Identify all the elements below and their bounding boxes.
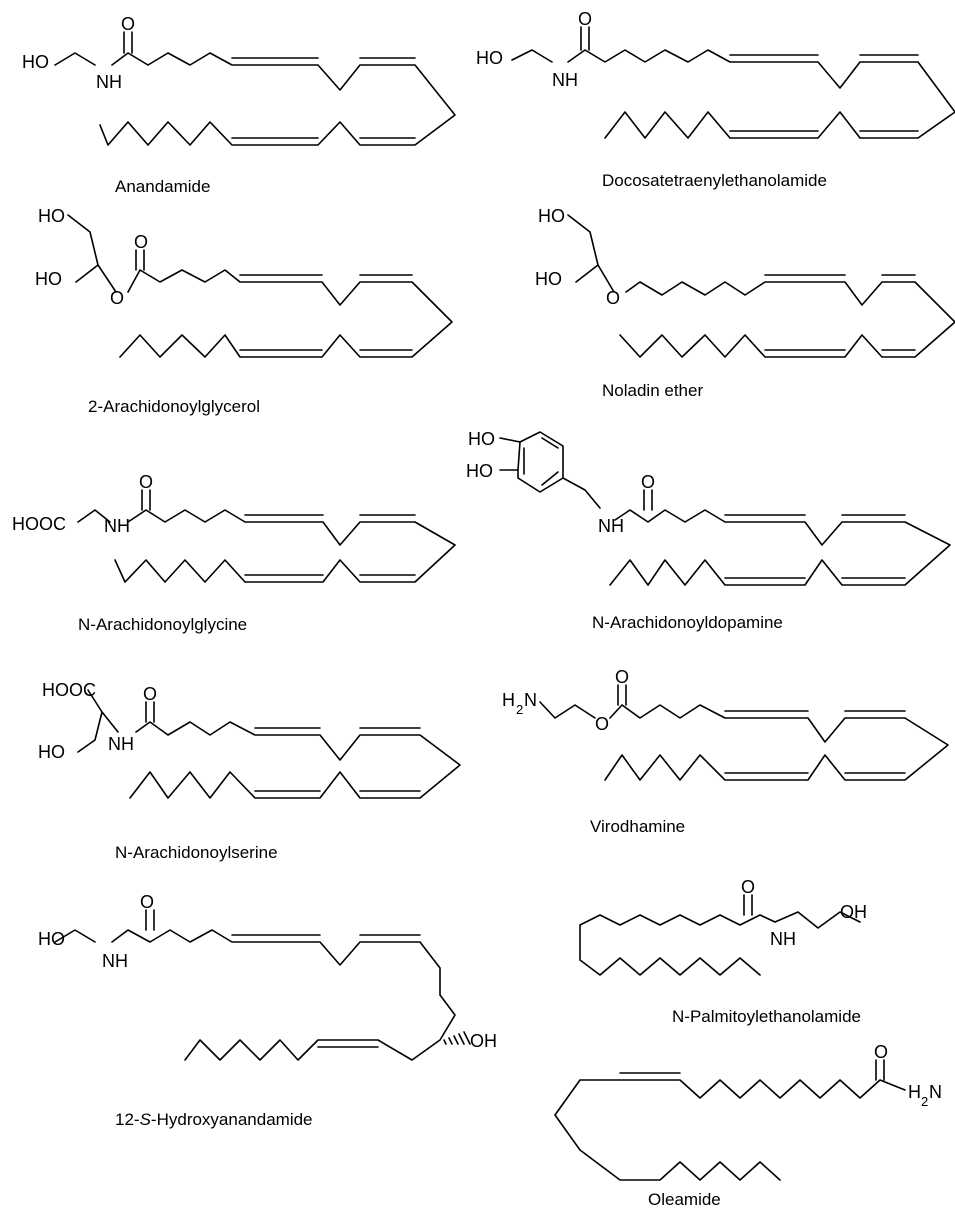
atom-label: NH: [770, 929, 796, 949]
atom-label: O: [741, 877, 755, 897]
molecule-docosatetraenylethanolamide: HO NH O Docosatetraenylethanolamide: [476, 9, 955, 190]
molecule-caption: Anandamide: [115, 177, 210, 196]
atom-label: HO: [535, 269, 562, 289]
atom-label: HO: [38, 206, 65, 226]
molecule-anandamide: HO NH O Anandamide: [22, 14, 456, 196]
atom-label: H: [908, 1082, 921, 1102]
atom-label: O: [139, 472, 153, 492]
atom-label: NH: [102, 951, 128, 971]
atom-label: O: [110, 288, 124, 308]
molecule-n-arachidonoylglycine: HOOC NH O N-Arachidonoylglycine: [12, 472, 456, 634]
atom-label: HO: [538, 206, 565, 226]
atom-label: HO: [38, 742, 65, 762]
atom-label: O: [143, 684, 157, 704]
atom-label: NH: [108, 734, 134, 754]
atom-label: HO: [38, 929, 65, 949]
molecule-noladin-ether: HO HO O Noladin ether: [535, 206, 955, 400]
molecule-12s-hydroxyanandamide: HO NH O OH 12-S-Hydroxyanandamide: [38, 892, 497, 1129]
molecule-caption: N-Arachidonoylserine: [115, 843, 278, 862]
molecule-caption: N-Palmitoylethanolamide: [672, 1007, 861, 1026]
atom-label: O: [641, 472, 655, 492]
molecule-2-arachidonoylglycerol: HO HO O O 2-Arachidonoylglycerol: [35, 206, 453, 416]
atom-label: HO: [476, 48, 503, 68]
atom-label: H: [502, 690, 515, 710]
atom-label: 2: [516, 702, 523, 717]
atom-label: 2: [921, 1094, 928, 1109]
molecule-caption: N-Arachidonoylglycine: [78, 615, 247, 634]
atom-label: N: [929, 1082, 942, 1102]
atom-label: NH: [96, 72, 122, 92]
molecule-n-arachidonoyldopamine: HO HO NH O N-Arachidonoyldopamine: [466, 429, 951, 632]
molecule-n-palmitoylethanolamide: O NH OH N-Palmitoylethanolamide: [579, 877, 867, 1026]
molecule-n-arachidonoylserine: HOOC HO NH O N-Arachidonoylserine: [38, 680, 461, 862]
atom-label: NH: [104, 516, 130, 536]
atom-label: NH: [598, 516, 624, 536]
atom-label: HO: [22, 52, 49, 72]
atom-label: OH: [840, 902, 867, 922]
molecule-caption: Virodhamine: [590, 817, 685, 836]
atom-label: N: [524, 690, 537, 710]
atom-label: O: [578, 9, 592, 29]
molecule-oleamide: O H 2 N Oleamide: [554, 1042, 942, 1209]
atom-label: O: [874, 1042, 888, 1062]
atom-label: HOOC: [42, 680, 96, 700]
molecule-caption: Docosatetraenylethanolamide: [602, 171, 827, 190]
molecule-caption: 12-S-Hydroxyanandamide: [115, 1110, 313, 1129]
atom-label: O: [615, 667, 629, 687]
atom-label: OH: [470, 1031, 497, 1051]
atom-label: HO: [468, 429, 495, 449]
molecule-caption: N-Arachidonoyldopamine: [592, 613, 783, 632]
molecule-caption: Noladin ether: [602, 381, 703, 400]
atom-label: O: [121, 14, 135, 34]
atom-label: NH: [552, 70, 578, 90]
atom-label: HOOC: [12, 514, 66, 534]
atom-label: HO: [35, 269, 62, 289]
atom-label: O: [606, 288, 620, 308]
atom-label: O: [134, 232, 148, 252]
atom-label: O: [140, 892, 154, 912]
molecule-caption: Oleamide: [648, 1190, 721, 1209]
atom-label: HO: [466, 461, 493, 481]
molecule-virodhamine: H 2 N O O Virodhamine: [502, 667, 949, 836]
atom-label: O: [595, 714, 609, 734]
molecule-caption: 2-Arachidonoylglycerol: [88, 397, 260, 416]
